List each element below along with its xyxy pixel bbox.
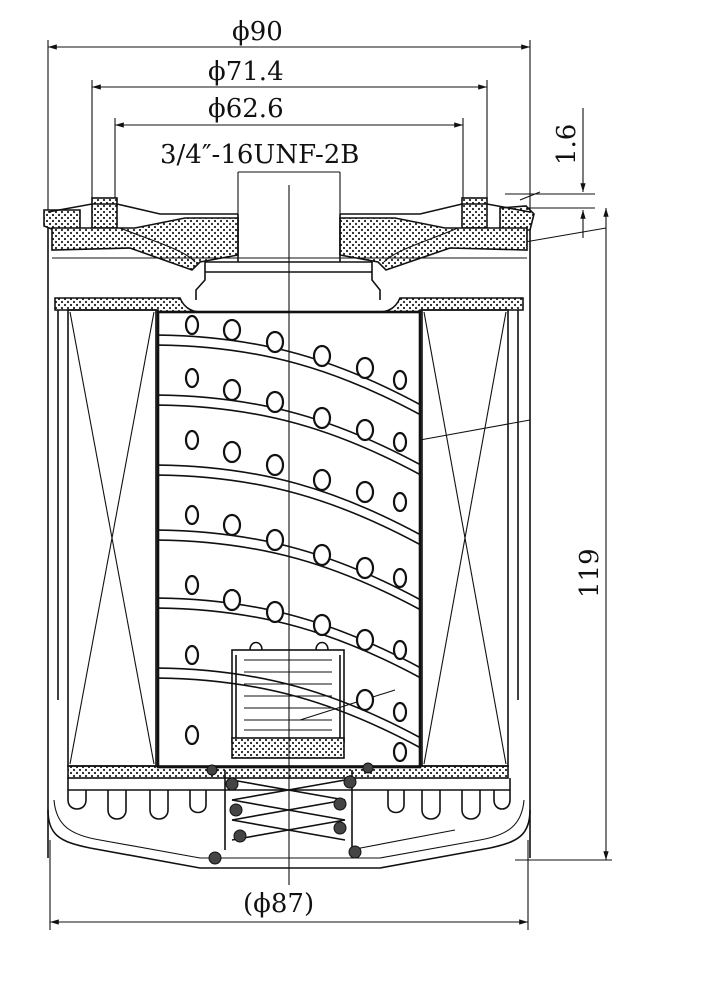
perforation-holes [184, 314, 408, 763]
outer-diameter-label: ϕ90 [232, 17, 283, 47]
base-diameter-label: (ϕ87) [243, 889, 314, 919]
filter-element [54, 297, 524, 779]
dimension-labels: ϕ90 ϕ71.4 ϕ62.6 3/4″-16UNF-2B 1.6 119 (ϕ… [160, 17, 605, 919]
bypass-valve [231, 641, 345, 759]
height-label: 119 [575, 548, 605, 598]
dimension-lines [47, 40, 612, 930]
spiral-core [158, 314, 420, 763]
top-cap-assembly [43, 197, 535, 858]
gasket-outer-diameter-label: ϕ71.4 [208, 57, 284, 87]
gasket-thickness-label: 1.6 [552, 124, 582, 165]
thread-spec-label: 3/4″-16UNF-2B [160, 140, 359, 170]
bottom-spring-assembly [47, 762, 531, 869]
gasket-inner-diameter-label: ϕ62.6 [208, 94, 284, 124]
